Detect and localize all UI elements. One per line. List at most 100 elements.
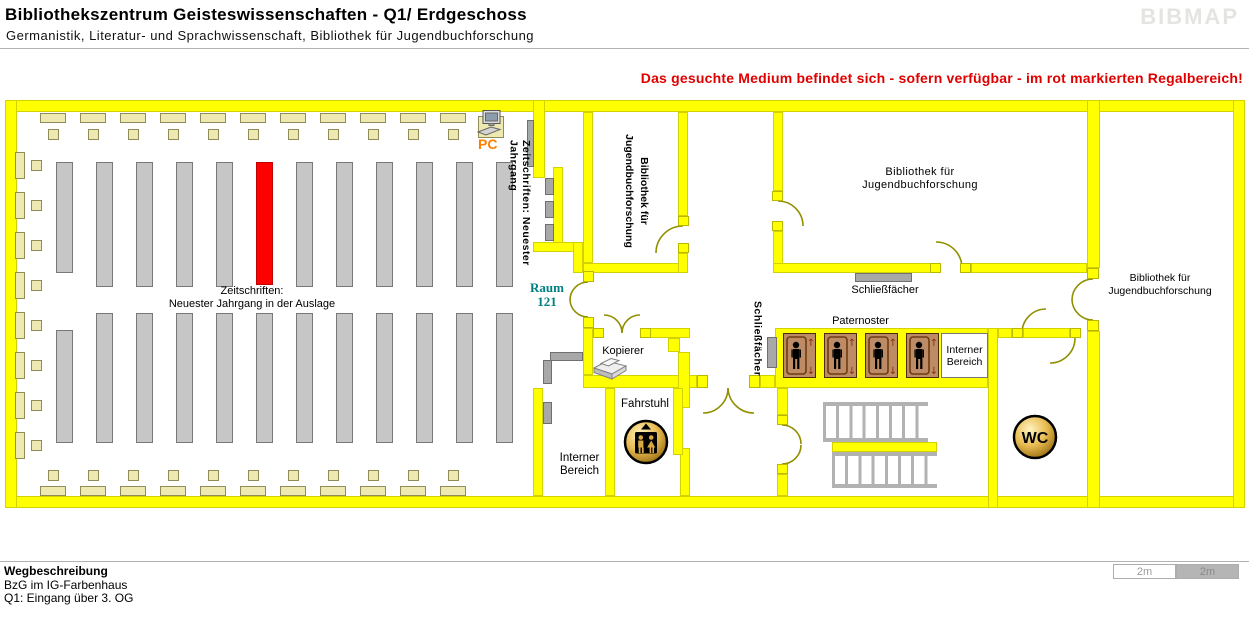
wall [5,496,1245,508]
wall [988,328,998,508]
svg-text:↓: ↓ [807,366,815,377]
chair [328,129,339,140]
door-swing-arc [781,444,802,465]
copier-icon [592,357,628,380]
table [440,113,466,123]
paternoster-cell: ↑ ↓ [865,333,898,378]
wall [1087,331,1100,508]
chair [31,200,42,211]
wall [583,263,688,273]
chair [288,470,299,481]
locker-block [545,178,554,195]
svg-text:↑: ↑ [930,338,938,349]
locker-block [543,360,552,384]
highlighted-shelf-label: Zeitschriften: Neuester Jahrgang in der … [168,285,336,310]
page-subtitle: Germanistik, Literatur- und Sprachwissen… [6,28,535,43]
table [15,352,25,379]
table [80,113,106,123]
door-swing-arc [603,314,623,334]
shelf [456,313,473,443]
table [80,486,106,496]
chair [248,129,259,140]
wall [573,242,583,273]
chair [208,470,219,481]
chair [31,360,42,371]
wall [583,328,593,375]
shelf [216,313,233,443]
door-swing-arc [621,314,641,334]
door-tab [1087,320,1099,331]
shelf [56,330,73,443]
svg-text:↓: ↓ [930,366,938,377]
chair [31,400,42,411]
header-divider [0,48,1249,49]
lockers-top-label: Schließfächer [851,284,919,296]
shelf [136,313,153,443]
svg-text:↑: ↑ [807,338,815,349]
table [160,113,186,123]
footer-heading: Wegbeschreibung [4,564,108,578]
svg-text:↓: ↓ [848,366,856,377]
locker-block [550,352,583,361]
table [240,486,266,496]
table [280,113,306,123]
door-tab [583,271,594,282]
wall [777,388,788,415]
locker-block [543,402,552,424]
door-tab [678,216,689,226]
shelf [456,162,473,287]
chair [368,470,379,481]
door-tab [583,317,594,328]
chair [48,129,59,140]
chair [408,129,419,140]
door-swing-arc [781,424,802,445]
door-tab [697,375,708,388]
door-tab [772,191,783,201]
table [200,113,226,123]
wall [1233,100,1245,508]
wc-text: WC [1022,430,1049,447]
lockers-vertical-label: Schließfächer [751,301,764,377]
paternoster-cell: ↑ ↓ [824,333,857,378]
paternoster-cell: ↑ ↓ [783,333,816,378]
chair [88,470,99,481]
wall [1087,100,1100,268]
bibmap-logo: BIBMAP [1140,4,1239,29]
door-tab [593,328,604,338]
pc-icon [477,110,502,136]
wall [998,328,1012,338]
shelf [216,162,233,287]
door-swing-arc [1071,299,1094,321]
chair [248,470,259,481]
wall [5,100,17,508]
wall [673,388,683,455]
chair [448,129,459,140]
wall [650,328,690,338]
shelf [176,162,193,287]
table [400,113,426,123]
chair [31,280,42,291]
shelf [336,313,353,443]
table [200,486,226,496]
locker-block [767,337,777,368]
locker-block [527,120,534,167]
youth-library-top-label: Bibliothek für Jugendbuchforschung [862,166,978,191]
scale-bar-right: 2m [1176,564,1239,579]
table [320,486,346,496]
internal-area-left-label: Interner Bereich [559,452,600,477]
journals-vertical-label: Zeitschriften: Neuester Jahrgang [507,140,533,266]
footer-line1: BzG im IG-Farbenhaus [4,578,128,592]
shelf [336,162,353,287]
wall [773,112,783,191]
shelf [296,162,313,287]
footer-line2: Q1: Eingang über 3. OG [4,591,134,605]
locker-block [545,224,554,241]
shelf [56,162,73,273]
svg-text:↑: ↑ [848,338,856,349]
internal-area-right-label: Interner Bereich [946,343,983,368]
shelf [136,162,153,287]
door-tab [678,243,689,253]
table [15,392,25,419]
wall [533,388,543,496]
chair [31,160,42,171]
